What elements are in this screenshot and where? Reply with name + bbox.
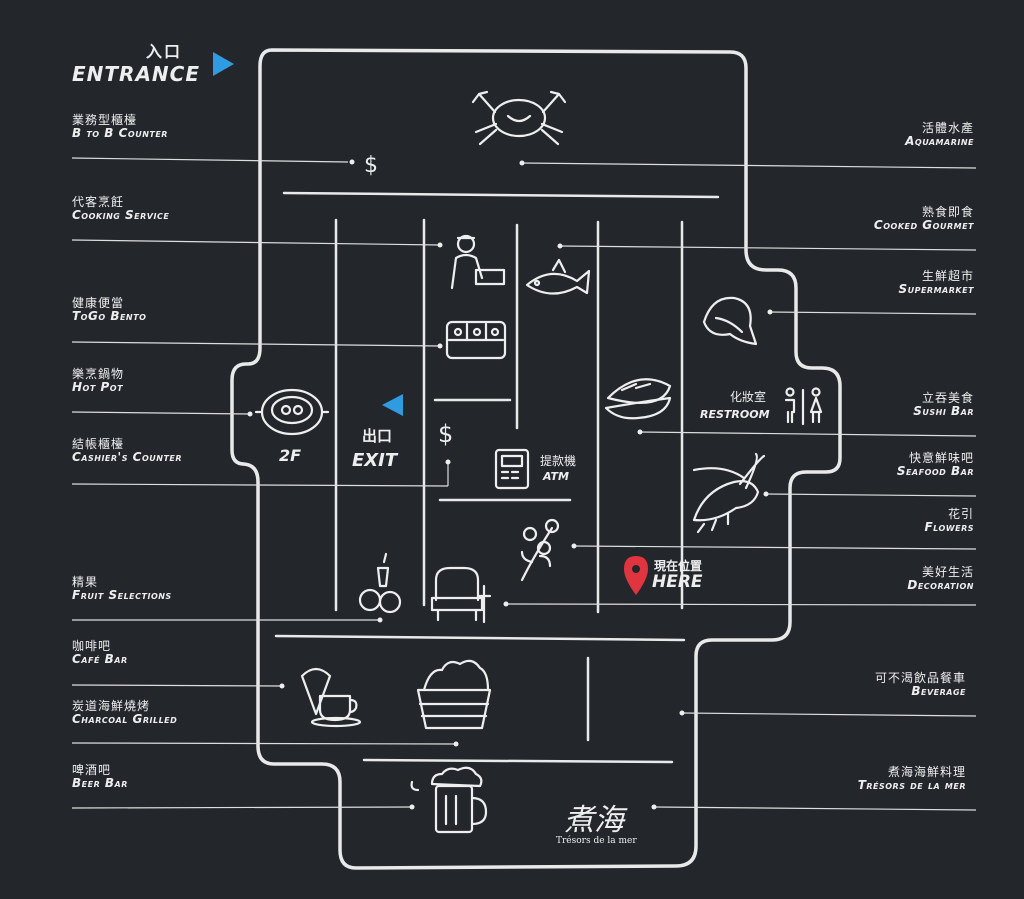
- lobster-icon: [692, 452, 766, 534]
- leader-line: [681, 712, 977, 717]
- right-label-aquamarine: 活體水產 Aquamarine: [905, 121, 974, 149]
- brand-logo-en: Trésors de la mer: [556, 836, 637, 846]
- leader-line: [765, 493, 977, 497]
- leader-line: [71, 684, 283, 687]
- leader-line: [71, 411, 251, 415]
- bento-icon: [445, 320, 507, 360]
- leader-line: [653, 806, 977, 811]
- right-label-flowers: 花引 Flowers: [924, 507, 974, 535]
- entrance-arrow-icon: [213, 52, 234, 76]
- right-label-supermarket: 生鮮超市 Supermarket: [898, 269, 974, 297]
- floor-label: 2F: [279, 446, 302, 465]
- hot-pot-icon: [254, 388, 330, 436]
- leader-line: [71, 157, 349, 163]
- restroom-icon: [784, 387, 823, 426]
- atm-label-zh: 提款機: [540, 454, 577, 468]
- brand-logo-zh: 煮海: [564, 803, 624, 838]
- aisle-line: [362, 758, 674, 764]
- left-label-cashier: 結帳櫃檯 Cashier's Counter: [72, 437, 183, 465]
- here-label-en: HERE: [652, 572, 703, 592]
- leader-line: [71, 239, 441, 246]
- fish-icon: [525, 258, 591, 295]
- aisle-line: [274, 634, 686, 642]
- leader-line: [767, 311, 977, 315]
- right-label-tresors: 煮海海鮮料理 Trésors de la mer: [857, 765, 966, 793]
- right-label-decoration: 美好生活 Decoration: [907, 565, 974, 593]
- leader-line: [71, 806, 413, 809]
- vegetable-icon: [702, 296, 758, 346]
- left-label-beer: 啤酒吧 Beer Bar: [72, 763, 128, 791]
- right-label-seafood-bar: 快意鮮味吧 Seafood Bar: [896, 451, 974, 479]
- restroom-label-en: RESTROOM: [700, 408, 770, 421]
- beer-icon: [410, 766, 488, 834]
- leader-line: [71, 742, 457, 745]
- floor-outline: [230, 48, 842, 870]
- dollar-icon: $: [438, 420, 453, 448]
- leader-line: [573, 545, 977, 550]
- flower-icon: [520, 518, 560, 582]
- charcoal-grill-icon: [416, 659, 492, 730]
- atm-label-en: ATM: [543, 470, 569, 483]
- fruit-icon: [358, 552, 402, 614]
- atm-icon: [494, 448, 530, 490]
- left-label-cafe: 咖啡吧 Café Bar: [72, 639, 128, 667]
- leader-line: [505, 603, 977, 606]
- entrance-label-en: ENTRANCE: [72, 62, 200, 86]
- left-label-fruit: 精果 Fruit Selections: [72, 575, 172, 603]
- exit-arrow-icon: [382, 394, 403, 416]
- left-label-charcoal: 炭道海鮮燒烤 Charcoal Grilled: [72, 699, 178, 727]
- exit-label-zh: 出口: [362, 427, 393, 445]
- leader-line: [71, 483, 449, 487]
- leader-line: [521, 162, 977, 169]
- sushi-icon: [604, 378, 672, 420]
- exit-label-en: EXIT: [352, 450, 398, 471]
- dollar-icon: $: [364, 153, 378, 178]
- here-label-zh: 現在位置: [654, 559, 703, 573]
- right-label-cooked-gourmet: 熟食即食 Cooked Gourmet: [873, 205, 974, 233]
- aisle-line: [282, 191, 720, 199]
- entrance-label-zh: 入口: [146, 42, 183, 61]
- left-label-b2b: 業務型櫃檯 B to B Counter: [72, 113, 168, 141]
- left-label-togo-bento: 健康便當 ToGo Bento: [72, 296, 147, 324]
- crab-icon: [471, 90, 567, 146]
- leader-line: [639, 431, 977, 437]
- left-label-hot-pot: 樂烹鍋物 Hot Pot: [72, 367, 125, 395]
- left-label-cooking-service: 代客烹飪 Cooking Service: [72, 195, 170, 223]
- location-pin-icon: [624, 556, 648, 595]
- restroom-label-zh: 化妝室: [730, 390, 767, 404]
- chef-icon: [450, 234, 506, 290]
- leader-line: [559, 245, 977, 251]
- right-label-beverage: 可不渴飲品餐車 Beverage: [874, 671, 966, 699]
- sofa-icon: [430, 566, 492, 624]
- cafe-icon: [300, 667, 362, 728]
- leader-line: [71, 341, 441, 347]
- right-label-sushi-bar: 立吞美食 Sushi Bar: [913, 391, 974, 419]
